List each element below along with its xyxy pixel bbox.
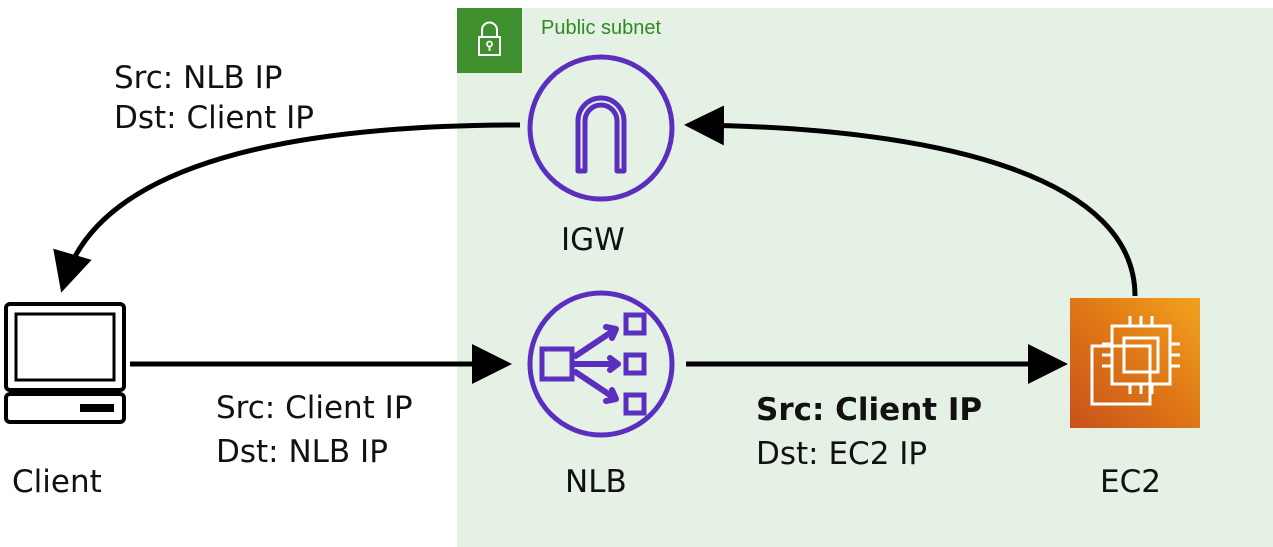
network-load-balancer-icon [527, 290, 675, 438]
subnet-label: Public subnet [541, 17, 662, 39]
nlb-to-ec2-src: Src: Client IP [756, 392, 983, 428]
client-to-nlb-src: Src: Client IP [216, 390, 413, 426]
client-label: Client [12, 464, 102, 500]
igw-to-client-dst: Dst: Client IP [114, 100, 314, 136]
client-to-nlb-dst: Dst: NLB IP [216, 434, 388, 470]
ec2-label: EC2 [1100, 464, 1161, 500]
chip-icon [1090, 316, 1180, 406]
nlb-to-ec2-dst: Dst: EC2 IP [756, 436, 928, 472]
nlb-label: NLB [565, 464, 627, 500]
internet-gateway-icon [527, 54, 675, 202]
desktop-computer-icon [4, 302, 126, 424]
ec2-instance-icon [1070, 298, 1200, 428]
lock-icon [478, 21, 501, 56]
subnet-lock-badge [457, 8, 522, 73]
arrow-ec2-to-igw [684, 105, 1138, 297]
arrow-igw-to-client [53, 122, 521, 293]
igw-label: IGW [561, 222, 625, 258]
igw-to-client-src: Src: NLB IP [114, 60, 283, 96]
